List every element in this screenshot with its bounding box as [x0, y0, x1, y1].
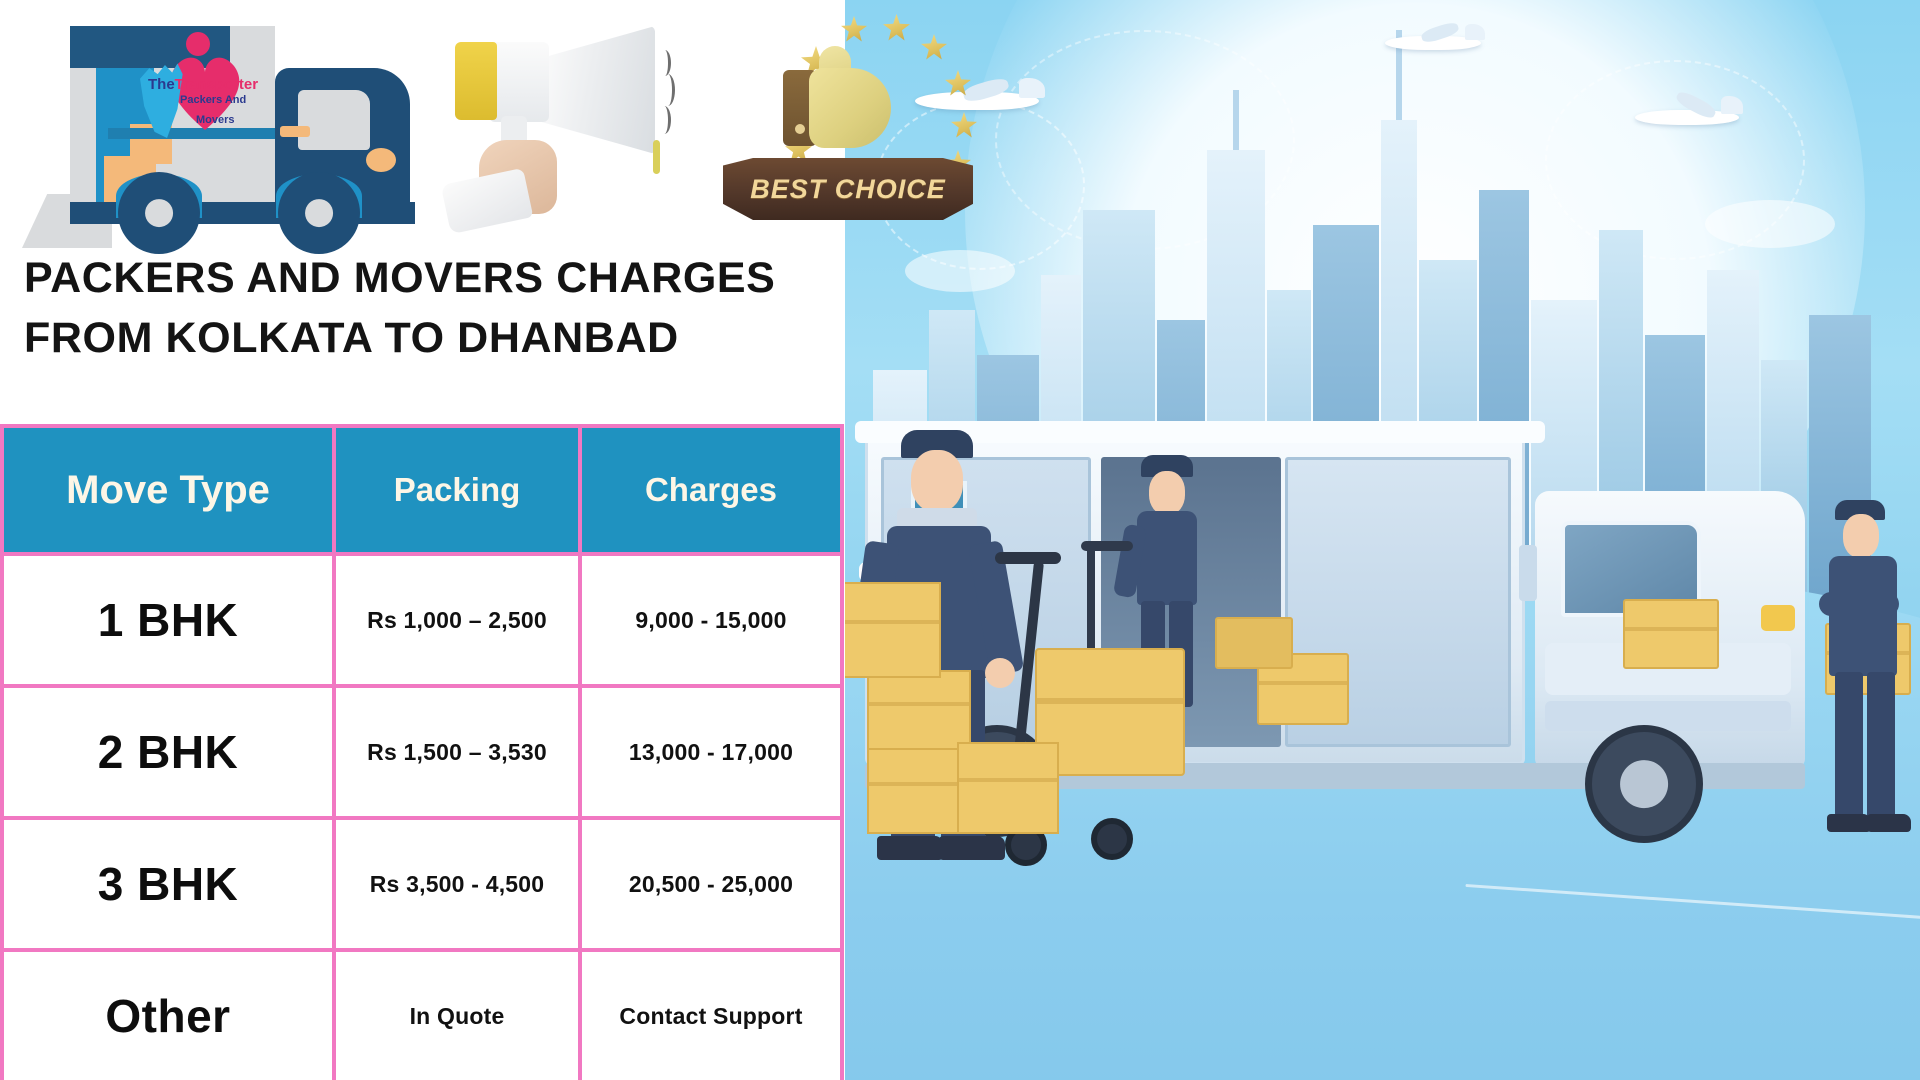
truck-roof: [855, 421, 1545, 443]
brand-logo: TheTransporter Packers And Movers: [134, 32, 284, 142]
worker-torso: [1137, 511, 1197, 605]
carton-box: [957, 742, 1059, 834]
delivery-truck-icon: TheTransporter Packers And Movers: [8, 6, 415, 254]
table-row: Other In Quote Contact Support: [0, 948, 844, 1080]
best-choice-badge: BEST CHOICE: [723, 8, 977, 228]
headline-line-2: FROM KOLKATA TO DHANBAD: [24, 314, 679, 362]
worker-leg: [1867, 672, 1895, 820]
logo-person-head: [186, 32, 210, 56]
cell-move-type: 3 BHK: [0, 816, 336, 952]
sound-wave: [658, 106, 671, 134]
badge-ribbon: BEST CHOICE: [723, 158, 973, 220]
charges-table: Move Type Packing Charges 1 BHK Rs 1,000…: [0, 424, 844, 1080]
logo-brand-name: TheTransporter: [148, 76, 258, 93]
star-icon: [945, 70, 971, 96]
badge-ribbon-label: BEST CHOICE: [750, 173, 946, 204]
page-title: PACKERS AND MOVERS CHARGES FROM KOLKATA …: [24, 248, 834, 368]
sound-accent: [653, 140, 660, 174]
hand-truck-handle: [995, 552, 1061, 564]
table-body: 1 BHK Rs 1,000 – 2,500 9,000 - 15,000 2 …: [0, 552, 844, 1080]
truck-stripe: [108, 128, 288, 139]
cloud-shape: [1705, 200, 1835, 248]
hand-truck-handle: [1081, 541, 1133, 551]
megaphone-battery-pack: [455, 42, 497, 120]
carton-box: [1035, 648, 1185, 776]
supervisor-worker: [1813, 500, 1920, 840]
truck-headlight: [1761, 605, 1795, 631]
sound-wave: [661, 74, 675, 106]
truck-wheel: [118, 172, 200, 254]
sound-wave: [659, 50, 671, 76]
worker-shoe: [1827, 814, 1871, 832]
hand-truck-rail: [1087, 545, 1095, 745]
shirt-sleeve: [440, 167, 534, 235]
worker-shoe: [1867, 814, 1911, 832]
table-header-row: Move Type Packing Charges: [0, 424, 844, 556]
airplane-icon: [1385, 20, 1485, 60]
cell-charges: 9,000 - 15,000: [578, 552, 844, 688]
cell-move-type: 2 BHK: [0, 684, 336, 820]
cloud-shape: [905, 250, 1015, 292]
cell-packing: In Quote: [332, 948, 582, 1080]
worker-head: [1149, 471, 1185, 515]
star-icon: [841, 16, 867, 42]
side-mirror: [1519, 545, 1537, 601]
table-row: 1 BHK Rs 1,000 – 2,500 9,000 - 15,000: [0, 552, 844, 688]
megaphone-horn: [537, 26, 655, 154]
moving-service-illustration: V: [845, 0, 1920, 1080]
worker-shoe: [877, 836, 943, 860]
worker-cap: [1835, 500, 1885, 520]
carton-box: [1623, 599, 1719, 669]
worker-cap: [1141, 455, 1193, 477]
headline-line-1: PACKERS AND MOVERS CHARGES: [24, 254, 776, 302]
truck-wheel: [278, 172, 360, 254]
star-icon: [883, 14, 910, 41]
worker-crossed-arms: [1819, 592, 1899, 616]
worker-hand: [985, 658, 1015, 688]
worker-head: [911, 450, 963, 512]
worker-leg: [1835, 672, 1863, 820]
column-header-packing: Packing: [332, 424, 582, 556]
logo-tagline-1: Packers And: [180, 94, 247, 106]
cell-charges: Contact Support: [578, 948, 844, 1080]
logo-transporter: Transporter: [174, 76, 259, 93]
column-header-move-type: Move Type: [0, 424, 336, 556]
airplane-icon: [1635, 88, 1743, 136]
truck-bumper: [1545, 701, 1791, 731]
column-header-charges: Charges: [578, 424, 844, 556]
cell-packing: Rs 1,500 – 3,530: [332, 684, 582, 820]
truck-window: [298, 90, 370, 150]
cell-charges: 20,500 - 25,000: [578, 816, 844, 952]
thumb-palm: [809, 68, 891, 148]
table-row: 2 BHK Rs 1,500 – 3,530 13,000 - 17,000: [0, 684, 844, 820]
truck-wheel: [1585, 725, 1703, 843]
megaphone-barrel: [489, 42, 549, 122]
logo-the: The: [148, 76, 175, 93]
cell-charges: 13,000 - 17,000: [578, 684, 844, 820]
star-icon: [921, 34, 947, 60]
worker-shoe: [939, 836, 1005, 860]
worker-head: [1843, 514, 1879, 558]
worker-torso: [1829, 556, 1897, 676]
thumbs-up-icon: [783, 46, 903, 156]
left-content-panel: TheTransporter Packers And Movers PACKER…: [0, 0, 845, 1080]
cell-move-type: Other: [0, 948, 336, 1080]
airplane-icon: [915, 75, 1045, 122]
logo-tagline-2: Movers: [196, 114, 235, 126]
cell-packing: Rs 3,500 - 4,500: [332, 816, 582, 952]
megaphone-icon: [440, 8, 675, 235]
carton-box: [1215, 617, 1293, 669]
cell-move-type: 1 BHK: [0, 552, 336, 688]
table-row: 3 BHK Rs 3,500 - 4,500 20,500 - 25,000: [0, 816, 844, 952]
carton-box: [867, 670, 971, 750]
truck-side-light: [280, 126, 310, 137]
hand-truck-wheel: [1091, 818, 1133, 860]
carton-box: [867, 748, 971, 834]
cell-packing: Rs 1,000 – 2,500: [332, 552, 582, 688]
dotted-path: [1545, 60, 1805, 260]
carton-box: [845, 582, 941, 678]
truck-headlight: [366, 148, 396, 172]
